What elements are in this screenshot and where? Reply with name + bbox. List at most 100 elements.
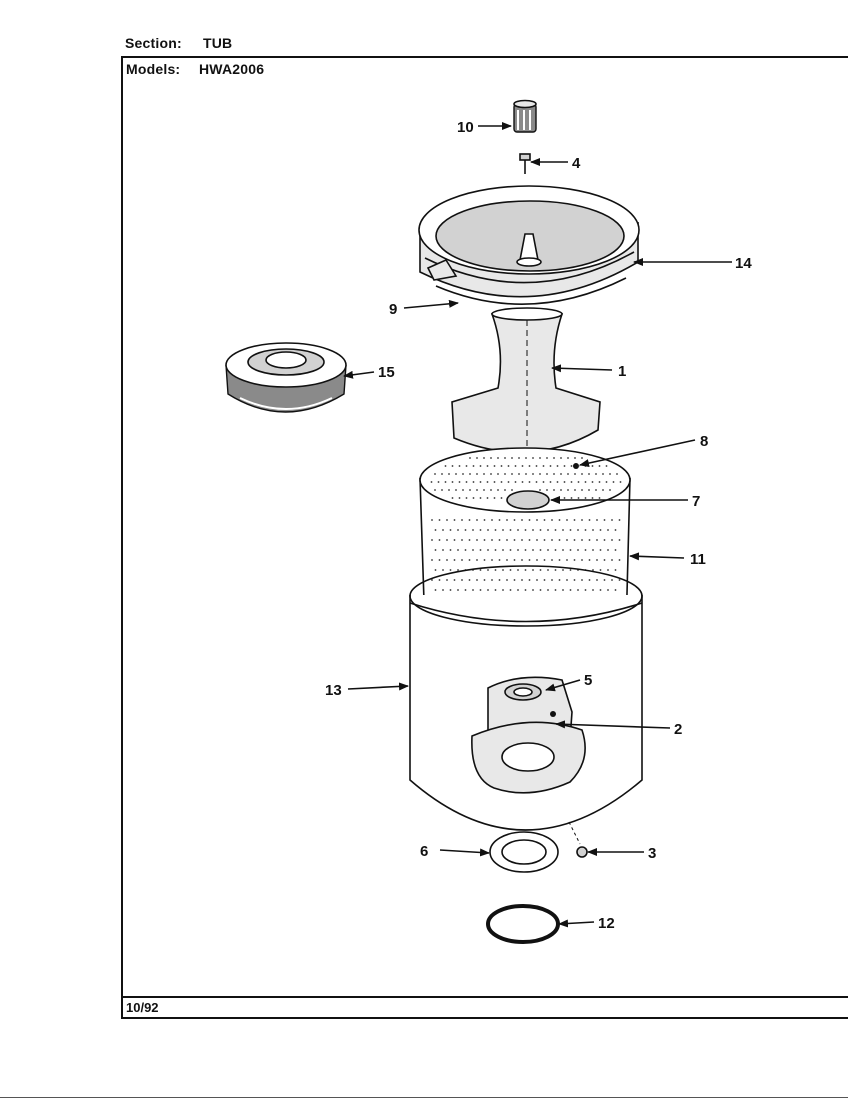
callout-8: 8: [700, 433, 708, 450]
basket-perforation: [563, 465, 566, 467]
basket-perforation: [547, 549, 549, 551]
basket-perforation: [434, 489, 436, 491]
basket-perforation: [462, 489, 464, 491]
part-10-cap: [513, 99, 537, 133]
basket-perforation: [547, 589, 549, 591]
basket-perforation: [614, 529, 617, 531]
basket-perforation: [573, 579, 576, 581]
basket-perforation: [611, 559, 613, 561]
callout-11: 11: [690, 551, 706, 568]
basket-perforation: [500, 497, 503, 499]
basket-perforation: [554, 549, 557, 551]
leader-12: [558, 919, 595, 928]
basket-perforation: [607, 569, 609, 571]
basket-perforation: [547, 569, 549, 571]
callout-15: 15: [378, 364, 395, 381]
basket-perforation: [444, 481, 447, 483]
leader-2: [555, 720, 671, 729]
basket-perforation: [451, 465, 454, 467]
basket-perforation: [562, 549, 564, 551]
basket-perforation: [476, 559, 478, 561]
basket-perforation: [511, 473, 513, 475]
basket-perforation: [458, 465, 461, 467]
basket-perforation: [493, 481, 496, 483]
basket-perforation: [546, 473, 548, 475]
basket-perforation: [457, 529, 459, 531]
basket-perforation: [497, 489, 499, 491]
part-1-agitator: [451, 307, 601, 470]
basket-perforation: [599, 549, 602, 551]
basket-perforation: [581, 559, 583, 561]
basket-perforation: [493, 465, 496, 467]
basket-perforation: [581, 579, 583, 581]
basket-perforation: [490, 473, 492, 475]
basket-perforation: [444, 465, 447, 467]
basket-perforation: [479, 497, 482, 499]
basket-perforation: [476, 473, 478, 475]
footer-date: 10/92: [126, 1000, 159, 1015]
basket-perforation: [547, 529, 549, 531]
page-edge: [0, 1097, 848, 1098]
basket-perforation: [558, 519, 561, 521]
basket-perforation: [539, 457, 541, 459]
basket-perforation: [506, 539, 508, 541]
basket-perforation: [483, 559, 486, 561]
basket-perforation: [536, 539, 538, 541]
basket-perforation: [476, 519, 478, 521]
basket-perforation: [441, 473, 443, 475]
basket-perforation: [539, 589, 542, 591]
basket-perforation: [513, 539, 516, 541]
leader-13: [347, 682, 409, 691]
basket-perforation: [553, 457, 555, 459]
basket-perforation: [596, 519, 598, 521]
basket-perforation: [461, 579, 463, 581]
basket-perforation: [603, 539, 606, 541]
part-12-ring: [486, 904, 560, 944]
basket-perforation: [513, 519, 516, 521]
basket-perforation: [584, 497, 587, 499]
basket-perforation: [442, 529, 444, 531]
basket-perforation: [609, 473, 611, 475]
basket-perforation: [539, 473, 541, 475]
basket-perforation: [599, 529, 602, 531]
basket-perforation: [472, 589, 474, 591]
basket-perforation: [446, 519, 448, 521]
basket-perforation: [539, 529, 542, 531]
basket-perforation: [521, 559, 523, 561]
basket-perforation: [464, 549, 467, 551]
basket-perforation: [569, 549, 572, 551]
leader-8: [579, 439, 696, 467]
basket-perforation: [581, 539, 583, 541]
part-6-gasket: [489, 831, 559, 873]
basket-perforation: [472, 529, 474, 531]
basket-perforation: [542, 465, 545, 467]
basket-perforation: [618, 539, 621, 541]
basket-perforation: [558, 559, 561, 561]
basket-perforation: [607, 529, 609, 531]
basket-perforation: [506, 579, 508, 581]
basket-perforation: [588, 539, 591, 541]
basket-perforation: [455, 473, 457, 475]
basket-perforation: [468, 579, 471, 581]
basket-perforation: [614, 589, 617, 591]
basket-perforation: [607, 549, 609, 551]
basket-perforation: [449, 589, 452, 591]
basket-perforation: [566, 579, 568, 581]
section-label: Section:: [125, 35, 182, 51]
basket-perforation: [465, 465, 468, 467]
part-15-cap-assembly: [225, 342, 347, 413]
basket-perforation: [494, 569, 497, 571]
basket-perforation: [524, 589, 527, 591]
basket-perforation: [504, 457, 506, 459]
basket-perforation: [500, 465, 503, 467]
basket-perforation: [509, 569, 512, 571]
basket-perforation: [472, 549, 474, 551]
basket-perforation: [521, 539, 523, 541]
basket-perforation: [591, 481, 594, 483]
basket-perforation: [553, 473, 555, 475]
basket-perforation: [509, 529, 512, 531]
basket-perforation: [498, 539, 501, 541]
basket-perforation: [591, 465, 594, 467]
basket-perforation: [430, 481, 433, 483]
basket-perforation: [532, 529, 534, 531]
